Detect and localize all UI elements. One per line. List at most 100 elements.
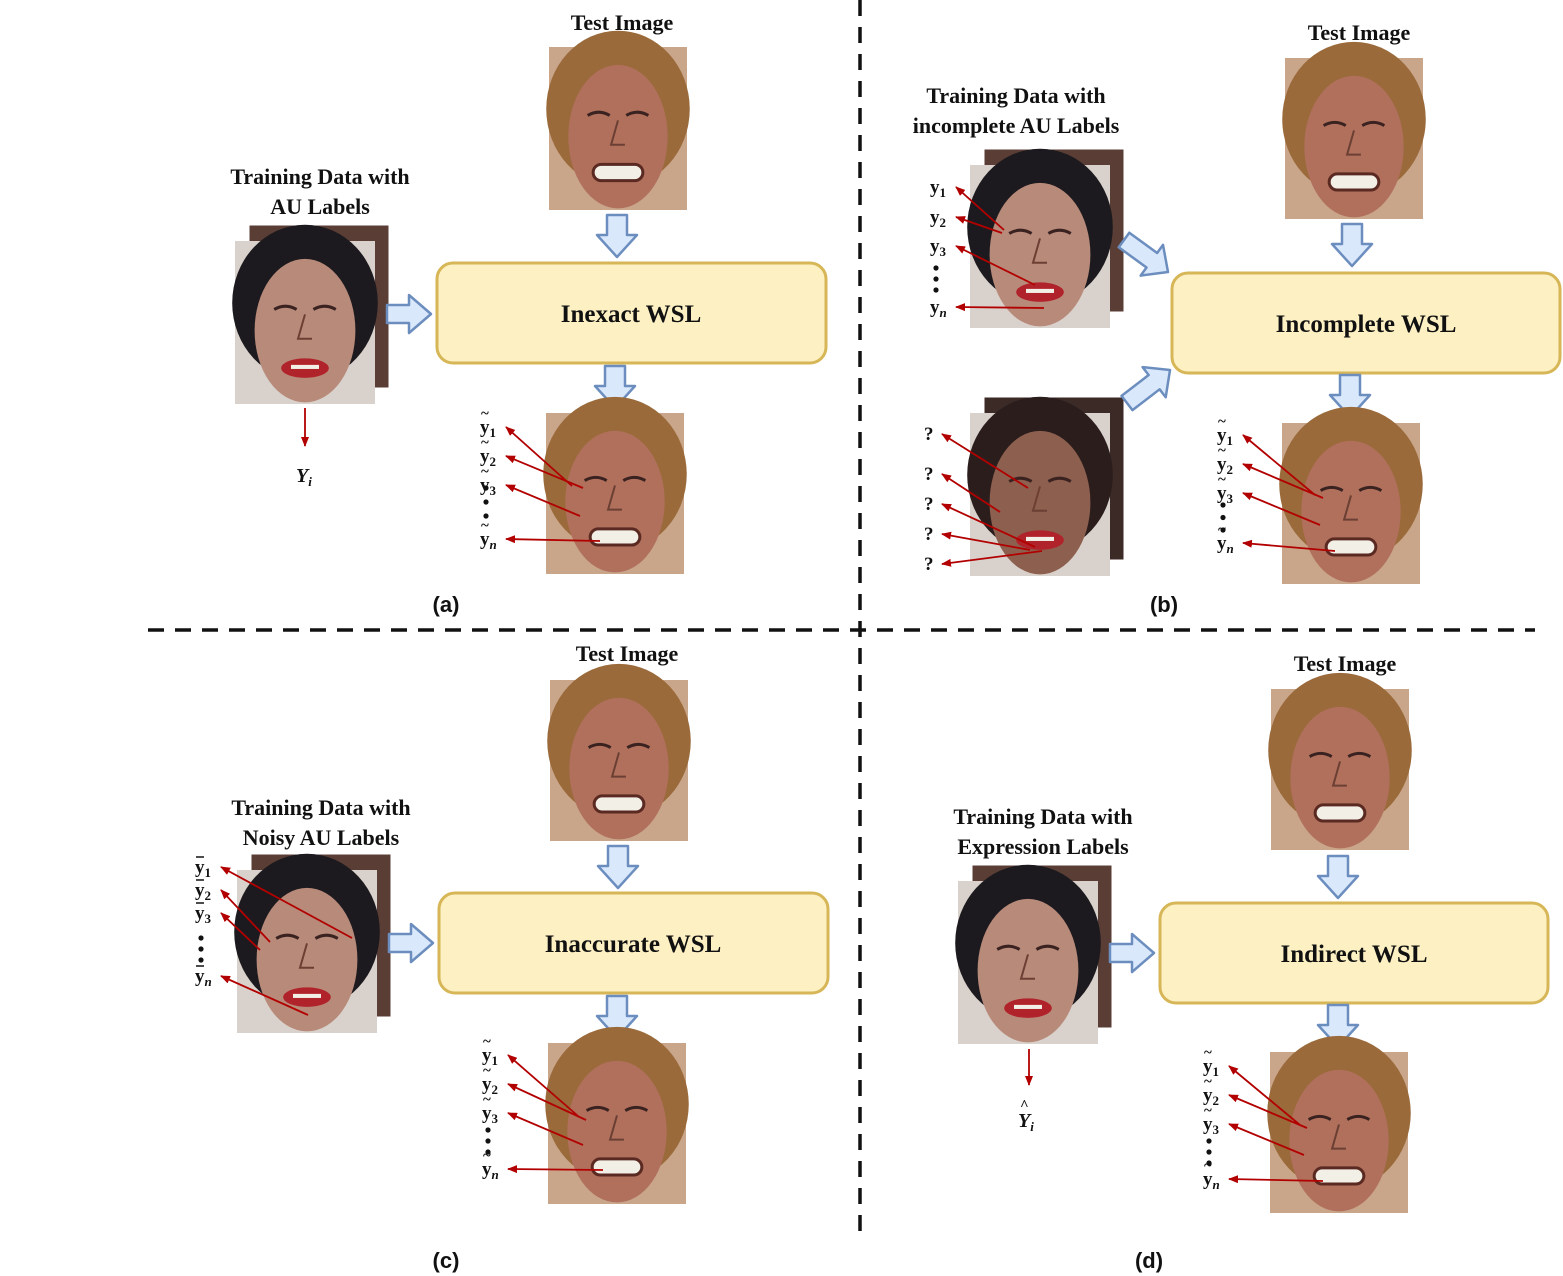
panel-a-pred-labels-item: y1 bbox=[480, 417, 496, 440]
panel-b: Test Image Training Data with incomplete… bbox=[913, 20, 1562, 617]
panel-d-pred-labels-pointer bbox=[1228, 1094, 1308, 1129]
panel-c-pred-labels-pointer bbox=[507, 1165, 604, 1174]
panel-a-pred-labels-pointer bbox=[505, 484, 581, 517]
panel-d-pred-labels-tilde: ~ bbox=[1204, 1074, 1212, 1090]
panel-c-train-stack bbox=[234, 853, 392, 1033]
panel-c-pred-face bbox=[545, 1026, 689, 1204]
panel-d-pred-labels-item: yn bbox=[1203, 1169, 1220, 1192]
panel-a-test-face bbox=[546, 30, 690, 210]
panel-b-unknown-pointer bbox=[941, 473, 1001, 513]
panel-d-pred-labels-pointer bbox=[1228, 1065, 1301, 1126]
panel-c-train-labels-item: y1 bbox=[195, 857, 211, 880]
panel-c-wsl-box bbox=[437, 891, 830, 995]
panel-a-train-title-line2: AU Labels bbox=[270, 194, 370, 219]
panel-d-pred-face bbox=[1267, 1035, 1411, 1213]
panel-b-unknown-pointer bbox=[941, 531, 1031, 551]
panel-c-train-labels-item: y2 bbox=[195, 880, 211, 903]
panel-a-pred-labels: y1~y2~y3~yn~ bbox=[480, 406, 601, 552]
panel-b-train-labels-ellipsis-dot bbox=[933, 276, 939, 282]
panel-d-yi-hat: ^ bbox=[1020, 1098, 1029, 1114]
panel-d-test-title: Test Image bbox=[1294, 651, 1397, 676]
panel-b-pred-labels-item: y2 bbox=[1217, 454, 1233, 477]
panel-b-unknown-labels: ????? bbox=[924, 424, 1043, 575]
panel-a-down-arrow-top bbox=[595, 213, 639, 259]
panel-a-pred-labels-ellipsis-dot bbox=[483, 499, 489, 505]
panel-b-pred-labels-tilde: ~ bbox=[1218, 443, 1226, 459]
panel-a-wsl-box bbox=[435, 261, 828, 365]
panel-b-pred-labels-pointer bbox=[1242, 492, 1321, 526]
panel-d: Test Image Training Data with Expression… bbox=[953, 651, 1550, 1273]
panel-b-test-title: Test Image bbox=[1308, 20, 1411, 45]
panel-b-pred-labels-pointer bbox=[1242, 539, 1336, 552]
panel-a-pred-labels-item: y2 bbox=[480, 446, 496, 469]
panel-c-pred-labels-item: y1 bbox=[482, 1045, 498, 1068]
panel-d-train-title-line1: Training Data with bbox=[953, 804, 1132, 829]
panel-b-pred-labels-tilde: ~ bbox=[1218, 472, 1226, 488]
panel-a-pred-labels-tilde: ~ bbox=[481, 406, 489, 422]
panel-b-diag-arrow-bottom bbox=[1120, 365, 1172, 412]
panel-b-pred-labels-pointer bbox=[1242, 434, 1316, 496]
panel-a-down-arrow-bottom bbox=[593, 364, 637, 410]
panel-c-train-labels-ellipsis-dot bbox=[198, 946, 204, 952]
panel-b-pred-labels-item: yn bbox=[1217, 533, 1234, 556]
panel-b-train-labels-item: y1 bbox=[930, 177, 946, 200]
panel-b-unknown-pointer bbox=[941, 433, 1029, 489]
panel-a-train-title-line1: Training Data with bbox=[230, 164, 409, 189]
panel-a-train-stack bbox=[232, 224, 390, 404]
panel-a-pred-labels-ellipsis-dot bbox=[483, 485, 489, 491]
panel-b-train-title-line2: incomplete AU Labels bbox=[913, 113, 1120, 138]
panel-d-pred-labels-item: y3 bbox=[1203, 1114, 1220, 1137]
panel-d-pred-labels-ellipsis-dot bbox=[1206, 1160, 1212, 1166]
panel-a-pred-labels-tilde: ~ bbox=[481, 464, 489, 480]
panel-b-test-face bbox=[1282, 41, 1426, 219]
panel-c-pred-labels-tilde: ~ bbox=[483, 1063, 491, 1079]
panel-d-down-arrow-top bbox=[1316, 854, 1360, 900]
panel-b-train-stack-unlabeled bbox=[967, 396, 1125, 576]
panel-b-pred-labels-item: y1 bbox=[1217, 425, 1233, 448]
panel-b-train-labels-pointer bbox=[955, 216, 1003, 234]
panel-d-train-title-line2: Expression Labels bbox=[957, 834, 1129, 859]
panel-d-test-face bbox=[1268, 672, 1412, 850]
panel-c-down-arrow-top bbox=[596, 844, 640, 890]
panel-b-train-labels-item: y2 bbox=[930, 207, 946, 230]
panel-c-pred-labels-item: yn bbox=[482, 1159, 499, 1182]
panel-b-unknown-item: ? bbox=[924, 424, 934, 445]
panel-c-pred-labels-item: y3 bbox=[482, 1103, 499, 1126]
panel-c-train-labels-ellipsis-dot bbox=[198, 957, 204, 963]
panel-b-unknown-item: ? bbox=[924, 494, 934, 515]
panel-c-train-title-line1: Training Data with bbox=[231, 795, 410, 820]
panel-b-tag: (b) bbox=[1150, 592, 1178, 617]
panel-c-pred-labels-pointer bbox=[507, 1083, 587, 1121]
panel-c-train-labels-item: y3 bbox=[195, 903, 212, 926]
panel-b-pred-labels-ellipsis-dot bbox=[1220, 502, 1226, 508]
panel-b-pred-labels-pointer bbox=[1242, 463, 1324, 499]
panel-b-train-labels-pointer bbox=[955, 186, 1005, 231]
panel-c-train-labels-pointer bbox=[220, 889, 271, 943]
panel-a-pred-labels-item: yn bbox=[480, 529, 497, 552]
panel-c-pred-labels-tilde: ~ bbox=[483, 1148, 491, 1164]
panel-c-pred-labels: y1~y2~y3~yn~ bbox=[482, 1034, 604, 1182]
panel-c-pred-labels-item: y2 bbox=[482, 1074, 498, 1097]
panel-c-train-labels-pointer bbox=[220, 866, 353, 939]
panel-c-box-label: Inaccurate WSL bbox=[545, 931, 722, 958]
panel-b-train-labels-ellipsis-dot bbox=[933, 265, 939, 271]
panel-c-train-labels-pointer bbox=[220, 975, 309, 1016]
panel-b-unknown-pointer bbox=[941, 503, 1036, 548]
panel-c-pred-labels-ellipsis-dot bbox=[485, 1149, 491, 1155]
panel-a-pred-face bbox=[543, 396, 687, 574]
panel-b-box-label: Incomplete WSL bbox=[1276, 311, 1457, 338]
panel-a-pred-labels-item: y3 bbox=[480, 475, 497, 498]
panel-c-tag: (c) bbox=[433, 1248, 460, 1273]
panel-a-pred-labels-tilde: ~ bbox=[481, 435, 489, 451]
panel-d-pred-labels: y1~y2~y3~yn~ bbox=[1203, 1045, 1324, 1192]
panel-b-train-labels-item: y3 bbox=[930, 236, 947, 259]
panel-a-tag: (a) bbox=[433, 592, 460, 617]
panel-c-test-face bbox=[547, 663, 691, 841]
panel-c-test-title: Test Image bbox=[576, 641, 679, 666]
panel-d-pred-labels-item: y1 bbox=[1203, 1056, 1219, 1079]
panel-a-pred-labels-pointer bbox=[505, 455, 584, 489]
panel-b-pred-labels-ellipsis-dot bbox=[1220, 527, 1226, 533]
